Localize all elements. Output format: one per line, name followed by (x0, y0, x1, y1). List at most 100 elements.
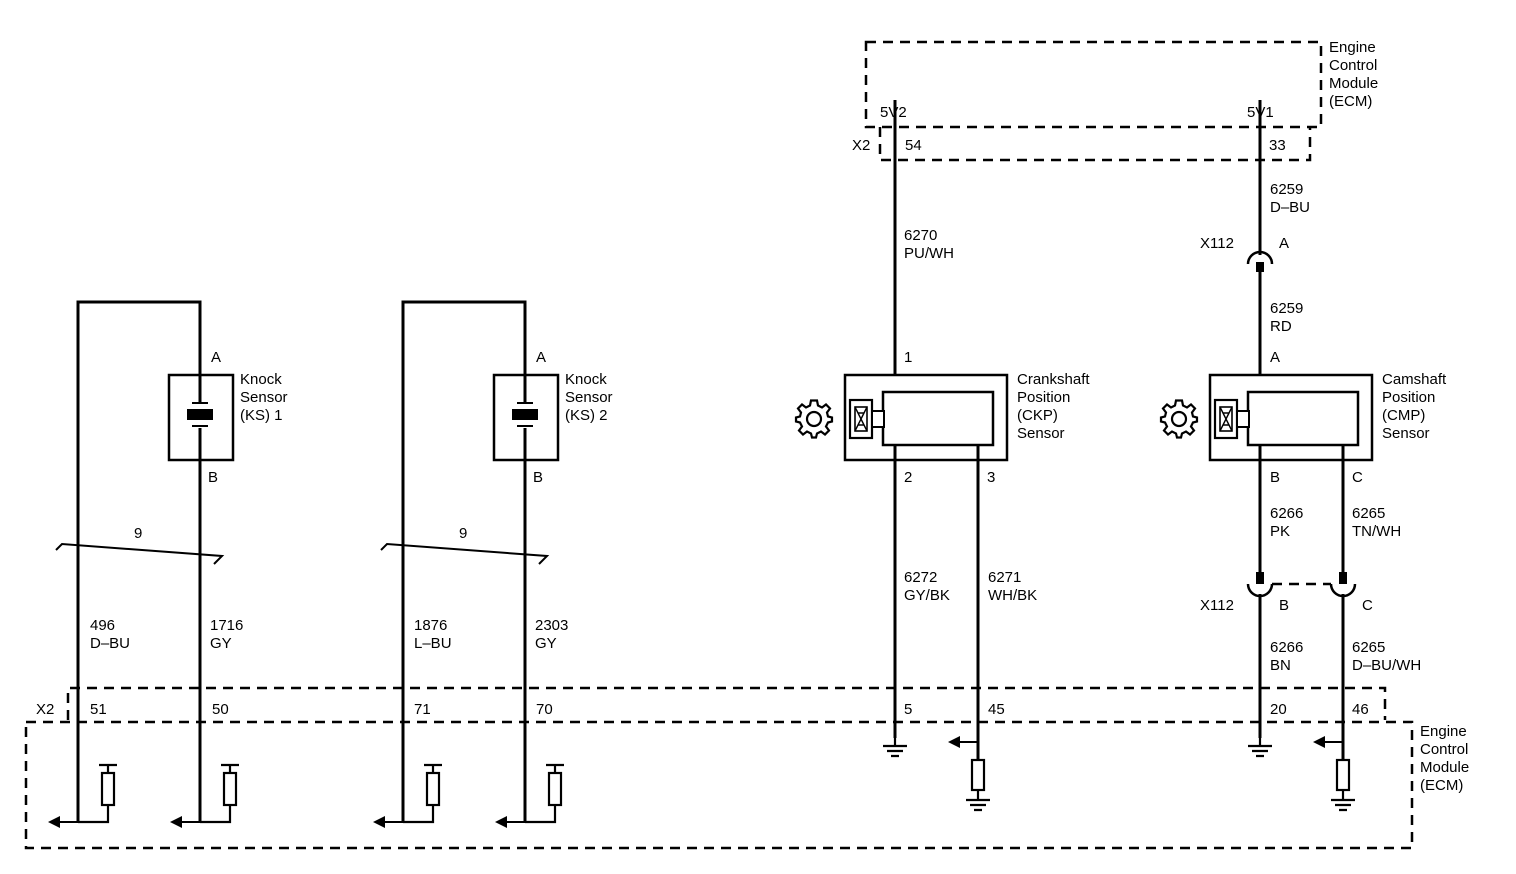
svg-text:(KS) 2: (KS) 2 (565, 407, 608, 424)
svg-text:(ECM): (ECM) (1329, 93, 1372, 110)
svg-text:Knock: Knock (240, 371, 282, 388)
x2-top-connector-outline (878, 127, 1312, 162)
svg-text:1716: 1716 (210, 617, 243, 634)
ks2-pin-a: A (536, 349, 546, 366)
pin-70-label: 70 (536, 701, 553, 718)
svg-text:Module: Module (1329, 75, 1378, 92)
svg-text:Control: Control (1420, 741, 1468, 758)
svg-text:D–BU: D–BU (1270, 199, 1310, 216)
svg-text:GY: GY (210, 635, 232, 652)
piezo-element-icon (512, 409, 538, 420)
svg-text:3: 3 (987, 469, 995, 486)
ks2-shield-wire (401, 300, 527, 822)
twisted-pair-icon (380, 542, 550, 565)
svg-text:GY/BK: GY/BK (904, 587, 950, 604)
ground-icon (881, 734, 909, 758)
svg-text:Sensor: Sensor (565, 389, 613, 406)
svg-text:Engine: Engine (1420, 723, 1467, 740)
ecm-bottom-label: Engine Control Module (ECM) (1420, 723, 1469, 794)
svg-text:(KS) 1: (KS) 1 (240, 407, 283, 424)
svg-text:6259: 6259 (1270, 300, 1303, 317)
svg-text:A: A (1270, 349, 1280, 366)
svg-text:(ECM): (ECM) (1420, 777, 1463, 794)
svg-text:Control: Control (1329, 57, 1377, 74)
ecm-bottom-pin-labels: 51 50 71 70 5 45 20 46 (90, 701, 1369, 718)
svg-text:Sensor: Sensor (1382, 425, 1430, 442)
ks1-pin-b: B (208, 469, 218, 486)
svg-text:Engine: Engine (1329, 39, 1376, 56)
svg-text:Knock: Knock (565, 371, 607, 388)
svg-text:D–BU: D–BU (90, 635, 130, 652)
ecm-bottom-outline (24, 720, 1414, 850)
svg-text:6265: 6265 (1352, 505, 1385, 522)
svg-text:496: 496 (90, 617, 115, 634)
pin-54-label: 54 (905, 137, 922, 154)
svg-text:Camshaft: Camshaft (1382, 371, 1447, 388)
svg-text:Sensor: Sensor (1017, 425, 1065, 442)
pin-33-label: 33 (1269, 137, 1286, 154)
svg-text:Crankshaft: Crankshaft (1017, 371, 1090, 388)
svg-text:Module: Module (1420, 759, 1469, 776)
svg-text:X112: X112 (1200, 235, 1234, 252)
svg-text:C: C (1362, 597, 1373, 614)
resistor-icon (1335, 758, 1351, 792)
gear-icon (1159, 399, 1199, 439)
svg-text:6270: 6270 (904, 227, 937, 244)
svg-text:PU/WH: PU/WH (904, 245, 954, 262)
twist-count-label: 9 (459, 525, 467, 542)
svg-text:A: A (1279, 235, 1289, 252)
ground-icon (964, 788, 992, 812)
svg-text:B: B (1270, 469, 1280, 486)
svg-text:(CKP): (CKP) (1017, 407, 1058, 424)
svg-text:6266: 6266 (1270, 505, 1303, 522)
svg-text:Sensor: Sensor (240, 389, 288, 406)
x2-top-label: X2 (852, 137, 870, 154)
svg-text:B: B (1279, 597, 1289, 614)
cmp-sensor-circuit: X112 A A B C Camshaft Position (CMP) Sen… (1159, 100, 1447, 812)
svg-text:D–BU/WH: D–BU/WH (1352, 657, 1421, 674)
svg-text:6259: 6259 (1270, 181, 1303, 198)
piezo-element-icon (187, 409, 213, 420)
ground-icon (1246, 734, 1274, 758)
svg-text:1: 1 (904, 349, 912, 366)
svg-text:Position: Position (1017, 389, 1070, 406)
svg-text:Position: Position (1382, 389, 1435, 406)
knock-sensor-2-circuit: A B Knock Sensor (KS) 2 9 1876 L–BU 2303… (373, 300, 613, 828)
ckp-sensor-module (881, 390, 995, 447)
svg-text:TN/WH: TN/WH (1352, 523, 1401, 540)
svg-text:BN: BN (1270, 657, 1291, 674)
svg-text:1876: 1876 (414, 617, 447, 634)
twist-count-label: 9 (134, 525, 142, 542)
pin-50-label: 50 (212, 701, 229, 718)
x2-bottom-label: X2 (36, 701, 54, 718)
svg-text:(CMP): (CMP) (1382, 407, 1425, 424)
pin-71-label: 71 (414, 701, 431, 718)
svg-text:C: C (1352, 469, 1363, 486)
svg-text:WH/BK: WH/BK (988, 587, 1037, 604)
pin-51-label: 51 (90, 701, 107, 718)
svg-text:6271: 6271 (988, 569, 1021, 586)
twisted-pair-icon (55, 542, 225, 565)
pin-45-label: 45 (988, 701, 1005, 718)
svg-text:6265: 6265 (1352, 639, 1385, 656)
ecm-top-outline (864, 40, 1323, 129)
svg-text:X112: X112 (1200, 597, 1234, 614)
svg-text:2: 2 (904, 469, 912, 486)
resistor-icon (970, 758, 986, 792)
gear-icon (794, 399, 834, 439)
knock-sensor-1-circuit: A B Knock Sensor (KS) 1 9 496 D–BU 1716 … (48, 300, 288, 828)
cmp-sensor-module (1246, 390, 1360, 447)
svg-text:2303: 2303 (535, 617, 568, 634)
svg-text:6266: 6266 (1270, 639, 1303, 656)
svg-text:PK: PK (1270, 523, 1290, 540)
ecm-top-label: Engine Control Module (ECM) (1329, 39, 1378, 110)
ks1-pin-a: A (211, 349, 221, 366)
pin-20-label: 20 (1270, 701, 1287, 718)
svg-text:6272: 6272 (904, 569, 937, 586)
pin-5-label: 5 (904, 701, 912, 718)
svg-text:GY: GY (535, 635, 557, 652)
pin-46-label: 46 (1352, 701, 1369, 718)
svg-text:L–BU: L–BU (414, 635, 452, 652)
x112-a-connector-icon (1246, 250, 1274, 265)
